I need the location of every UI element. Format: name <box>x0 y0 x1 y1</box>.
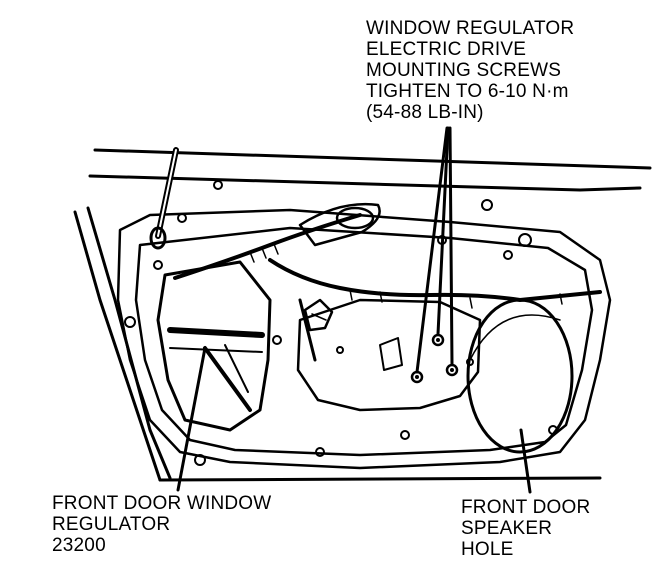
wiring-harness-ties <box>249 243 563 309</box>
callout-line: FRONT DOOR <box>461 497 591 518</box>
callout-window-regulator: FRONT DOOR WINDOW REGULATOR 23200 <box>52 493 271 556</box>
callout-line: (54-88 LB-IN) <box>366 102 484 123</box>
callout-line: 23200 <box>52 535 106 556</box>
callout-line: ELECTRIC DRIVE <box>366 39 527 60</box>
leader-screws-2 <box>436 126 450 336</box>
leader-speaker <box>519 428 532 494</box>
callout-line: SPEAKER <box>461 518 553 539</box>
callout-line: WINDOW REGULATOR <box>366 18 575 39</box>
leader-screws-3 <box>448 126 454 366</box>
callout-line: MOUNTING SCREWS <box>366 60 562 81</box>
inner-panel-outline <box>116 208 612 470</box>
speaker-hole-rim <box>469 314 561 361</box>
mounting-holes <box>124 180 558 466</box>
drive-bracket <box>298 202 381 247</box>
callout-line: FRONT DOOR WINDOW <box>52 493 272 514</box>
callout-speaker-hole: FRONT DOOR SPEAKER HOLE <box>461 497 590 560</box>
callout-mounting-screws: WINDOW REGULATOR ELECTRIC DRIVE MOUNTING… <box>366 18 574 123</box>
mounting-screw-centers <box>415 338 454 379</box>
callout-line: HOLE <box>461 539 514 560</box>
regulator-cutout <box>156 260 272 432</box>
callout-line: TIGHTEN TO 6-10 N·m <box>366 81 569 102</box>
electrical-connector <box>303 298 334 332</box>
door-rod <box>149 147 179 250</box>
callout-line: REGULATOR <box>52 514 171 535</box>
wiring-harness <box>173 213 602 362</box>
leader-regulator <box>176 346 207 492</box>
drive-plate <box>296 298 482 412</box>
leader-screws-1 <box>415 126 449 374</box>
door-frame <box>73 148 652 482</box>
leader-lines <box>176 126 532 494</box>
